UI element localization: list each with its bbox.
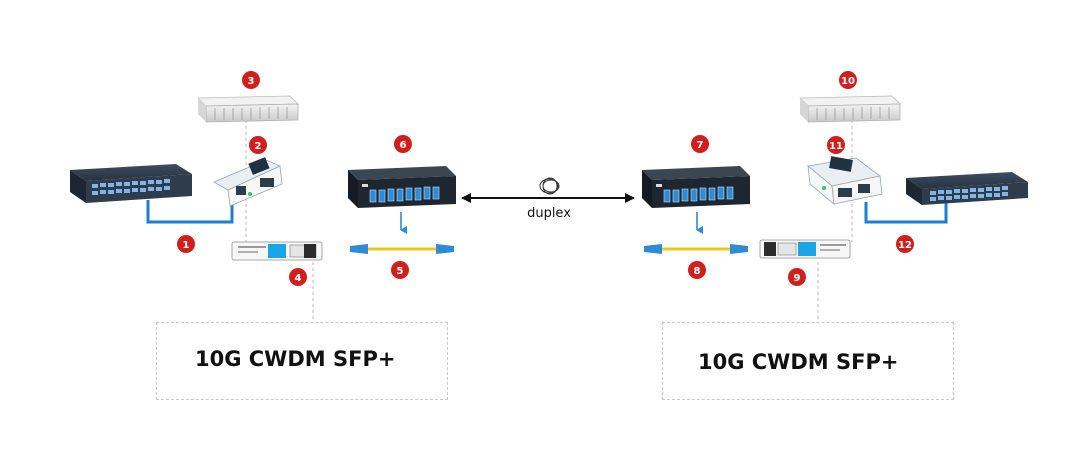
svg-text:11: 11 — [829, 141, 843, 152]
callout-badge: 1 — [177, 235, 195, 253]
svg-text:7: 7 — [697, 140, 704, 151]
sfp-transceiver-icon — [231, 241, 323, 261]
callout-badge: 7 — [691, 135, 709, 153]
sfp-transceiver-icon — [759, 239, 851, 259]
svg-text:9: 9 — [794, 273, 801, 284]
chassis-icon — [799, 95, 901, 123]
callout-badge: 5 — [391, 261, 409, 279]
callout-badge: 12 — [896, 235, 914, 253]
svg-text:3: 3 — [248, 76, 255, 87]
callout-badge: 11 — [827, 136, 845, 154]
chassis-icon — [197, 95, 299, 123]
svg-text:6: 6 — [400, 140, 407, 151]
media-converter-icon — [213, 157, 283, 207]
ethernet-cable — [864, 200, 948, 224]
callout-badge: 3 — [242, 71, 260, 89]
callout-badge: 6 — [394, 135, 412, 153]
callout-badge: 10 — [839, 71, 857, 89]
media-converter-icon — [807, 156, 883, 205]
ethernet-cable — [146, 200, 234, 224]
svg-text:8: 8 — [694, 266, 701, 277]
cwdm-mux-icon — [348, 166, 456, 208]
left-box-label: 10G CWDM SFP+ — [195, 347, 396, 371]
callout-badge: 4 — [289, 268, 307, 286]
svg-text:2: 2 — [255, 141, 262, 152]
lc-patch-cable-icon — [644, 244, 748, 254]
lc-patch-cable-icon — [350, 244, 454, 254]
fiber-coil-icon — [539, 177, 560, 195]
callout-badge: 9 — [788, 268, 806, 286]
svg-text:5: 5 — [397, 266, 404, 277]
svg-text:1: 1 — [183, 240, 190, 251]
leader-lines — [245, 120, 853, 322]
left-label-box — [156, 322, 448, 400]
callout-badge: 8 — [688, 261, 706, 279]
ethernet-switch-icon — [70, 164, 192, 203]
right-label-box — [662, 322, 954, 400]
callout-badge: 2 — [249, 136, 267, 154]
svg-text:10: 10 — [841, 76, 855, 87]
ethernet-switch-icon — [906, 172, 1028, 205]
svg-text:12: 12 — [898, 240, 912, 251]
svg-text:4: 4 — [295, 273, 302, 284]
right-box-label: 10G CWDM SFP+ — [698, 350, 899, 374]
cwdm-mux-icon — [642, 166, 750, 208]
duplex-label: duplex — [527, 206, 571, 221]
